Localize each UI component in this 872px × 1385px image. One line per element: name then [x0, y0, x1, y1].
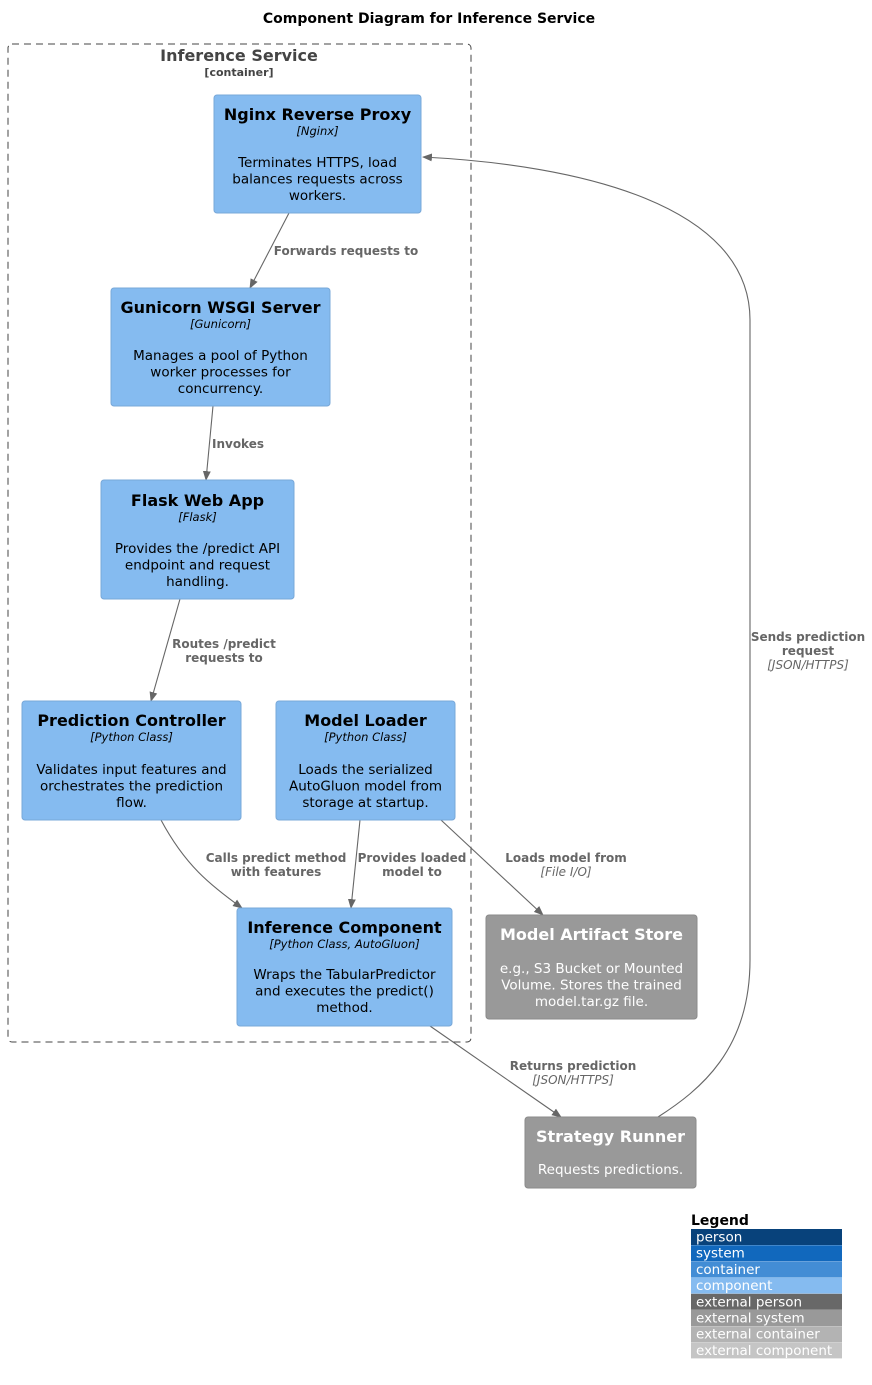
label-returns-tech: [JSON/HTTPS] [532, 1073, 614, 1087]
component-name: Gunicorn WSGI Server [121, 298, 321, 317]
label-sends-tech: [JSON/HTTPS] [767, 658, 849, 672]
legend-title: Legend [691, 1213, 749, 1229]
edge-routes [149, 598, 181, 702]
legend-item: external system [691, 1310, 842, 1327]
boundary-type: [container] [204, 66, 273, 79]
legend-swatch [691, 1229, 842, 1245]
legend-item: container [691, 1261, 842, 1278]
label-loads: Loads model from [505, 851, 627, 865]
external-desc: Requests predictions. [538, 1162, 683, 1178]
edge-forwards [249, 212, 290, 289]
component-model-loader[interactable]: Model Loader [Python Class] Loads the se… [275, 700, 456, 821]
edges [149, 153, 751, 1118]
boundary-title: Inference Service [160, 46, 318, 65]
legend: Legend personsystemcontainercomponentext… [691, 1213, 842, 1359]
legend-label: external system [696, 1311, 805, 1327]
external-model-artifact-store[interactable]: Model Artifact Store e.g., S3 Bucket or … [485, 914, 698, 1020]
component-nginx[interactable]: Nginx Reverse Proxy [Nginx] Terminates H… [213, 94, 422, 214]
component-name: Prediction Controller [37, 711, 225, 730]
edge-sends [422, 153, 751, 1118]
component-tech: [Python Class] [90, 730, 173, 744]
legend-label: person [696, 1230, 742, 1246]
edge-returns [429, 1025, 562, 1118]
label-forwards: Forwards requests to [274, 244, 418, 258]
component-inference[interactable]: Inference Component [Python Class, AutoG… [236, 907, 453, 1027]
inference-service-boundary: Inference Service [container] [7, 43, 472, 1043]
legend-label: container [696, 1262, 760, 1278]
component-name: Nginx Reverse Proxy [224, 105, 412, 124]
legend-swatch [691, 1342, 842, 1359]
label-returns: Returns prediction [510, 1059, 637, 1073]
component-gunicorn[interactable]: Gunicorn WSGI Server [Gunicorn] Manages … [110, 287, 331, 407]
component-tech: [Python Class, AutoGluon] [269, 937, 419, 951]
legend-item: component [691, 1277, 842, 1294]
legend-item: external person [691, 1293, 842, 1310]
legend-item: person [691, 1229, 842, 1246]
legend-item: external component [691, 1342, 842, 1359]
edge-invokes [202, 405, 214, 481]
component-prediction-controller[interactable]: Prediction Controller [Python Class] Val… [21, 700, 242, 821]
legend-swatch [691, 1293, 842, 1310]
edge-provides [347, 819, 361, 909]
diagram-title: Component Diagram for Inference Service [263, 11, 595, 27]
legend-item: external container [691, 1326, 842, 1343]
external-strategy-runner[interactable]: Strategy Runner Requests predictions. [524, 1116, 697, 1189]
component-name: Model Loader [304, 711, 427, 730]
edge-calls [160, 819, 243, 909]
legend-label: external container [696, 1327, 820, 1343]
legend-swatch [691, 1277, 842, 1294]
legend-label: system [696, 1246, 745, 1262]
component-name: Inference Component [247, 918, 442, 937]
external-name: Model Artifact Store [500, 925, 683, 944]
relation-labels: Forwards requests to Invokes Routes /pre… [172, 244, 865, 1087]
edge-loads [440, 819, 544, 916]
component-tech: [Flask] [178, 510, 216, 524]
component-flask[interactable]: Flask Web App [Flask] Provides the /pred… [100, 479, 295, 600]
component-tech: [Gunicorn] [190, 317, 251, 331]
component-tech: [Python Class] [324, 730, 407, 744]
legend-item: system [691, 1245, 842, 1262]
external-name: Strategy Runner [536, 1127, 685, 1146]
legend-swatch [691, 1326, 842, 1343]
label-invokes: Invokes [212, 437, 264, 451]
legend-label: external person [696, 1294, 802, 1310]
legend-swatch [691, 1261, 842, 1278]
component-tech: [Nginx] [296, 124, 338, 138]
legend-swatch [691, 1310, 842, 1326]
legend-label: component [696, 1278, 772, 1294]
legend-swatch [691, 1245, 842, 1262]
component-name: Flask Web App [131, 491, 264, 510]
label-loads-tech: [File I/O] [540, 865, 591, 879]
legend-label: external component [696, 1343, 832, 1359]
